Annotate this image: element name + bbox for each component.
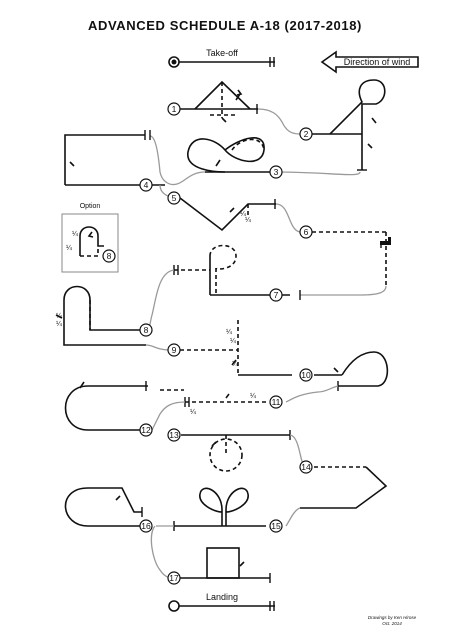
option-label: Option (80, 203, 101, 210)
fig9-quarter-1: ¼ (226, 329, 232, 336)
takeoff-figure: Take-off (168, 48, 275, 68)
landing-circle (168, 600, 180, 612)
figure-12 (64, 381, 186, 431)
fig8-quarter-2: ¼ (56, 321, 62, 328)
figure-9: ¼ ¼ ¼ (145, 320, 292, 376)
svg-text:1: 1 (172, 104, 177, 114)
credit-line-2: Oct. 2014 (382, 621, 402, 626)
svg-text:9: 9 (172, 345, 177, 355)
landing-figure: Landing (168, 592, 275, 612)
maneuver-number-15: 15 (269, 519, 283, 533)
svg-text:5: 5 (172, 193, 177, 203)
fig11-quarter-2: ¼ (190, 409, 196, 416)
figure-14 (300, 466, 388, 509)
svg-text:10: 10 (301, 370, 311, 380)
maneuver-number-7: 7 (269, 288, 283, 302)
fig5-quarter-1: ¼ (240, 211, 246, 218)
option-quarter-2: ¼ (66, 245, 72, 252)
svg-text:14: 14 (301, 462, 311, 472)
svg-text:16: 16 (141, 521, 151, 531)
wind-direction-arrow: Direction of wind (320, 50, 419, 74)
maneuver-number-8: 8 (139, 323, 153, 337)
figure-2 (312, 79, 386, 171)
figure-5: ¼ ¼ (159, 184, 301, 233)
maneuver-number-16: 16 (139, 519, 153, 533)
option-quarter-1: ¼ (72, 231, 78, 238)
takeoff-start-dot (171, 59, 177, 65)
maneuver-number-4: 4 (139, 178, 153, 192)
fig9-quarter-3: ¼ (232, 361, 238, 368)
figure-4 (64, 130, 206, 186)
wind-label: Direction of wind (344, 57, 411, 67)
page-title: ADVANCED SCHEDULE A-18 (2017-2018) (88, 18, 362, 33)
figure-1 (180, 80, 301, 135)
figure-7 (173, 244, 387, 300)
svg-text:3: 3 (274, 167, 279, 177)
credit-line-1: Drawings by Ken Hirose (368, 615, 417, 620)
maneuver-number-6: 6 (299, 225, 313, 239)
svg-text:15: 15 (271, 521, 281, 531)
fig5-quarter-2: ¼ (245, 217, 251, 224)
svg-text:11: 11 (272, 397, 281, 407)
svg-text:8: 8 (144, 325, 149, 335)
maneuver-number-8-option: 8 (102, 249, 116, 263)
svg-text:4: 4 (144, 180, 149, 190)
svg-text:17: 17 (169, 573, 179, 583)
maneuver-number-2: 2 (299, 127, 313, 141)
maneuver-number-11: 11 (269, 395, 283, 409)
maneuver-number-9: 9 (167, 343, 181, 357)
maneuver-number-14: 14 (299, 460, 313, 474)
svg-text:8: 8 (107, 251, 112, 261)
svg-text:6: 6 (304, 227, 309, 237)
maneuver-number-13: 13 (167, 428, 181, 442)
wind-arrow-shape (320, 50, 419, 74)
figure-13 (181, 430, 306, 472)
maneuver-number-3: 3 (269, 165, 283, 179)
figure-15 (173, 487, 301, 531)
figure-11: ¼ ¼ (160, 385, 339, 416)
figure-6 (312, 231, 391, 286)
landing-label: Landing (206, 592, 238, 602)
maneuver-number-1: 1 (167, 102, 181, 116)
maneuver-number-17: 17 (167, 571, 181, 585)
svg-text:2: 2 (304, 129, 309, 139)
svg-text:7: 7 (274, 290, 279, 300)
fig11-quarter-1: ¼ (250, 393, 256, 400)
fig9-quarter-2: ¼ (230, 338, 236, 345)
option-box: Option ¼ ¼ (61, 203, 119, 273)
svg-text:12: 12 (141, 425, 151, 435)
svg-text:13: 13 (169, 430, 179, 440)
figure-16 (64, 487, 174, 527)
figure-8: ¼ ¼ (55, 269, 175, 346)
maneuver-number-12: 12 (139, 423, 153, 437)
maneuver-number-5: 5 (167, 191, 181, 205)
figure-10 (314, 351, 389, 391)
takeoff-label: Take-off (206, 48, 238, 58)
maneuver-number-10: 10 (299, 368, 313, 382)
